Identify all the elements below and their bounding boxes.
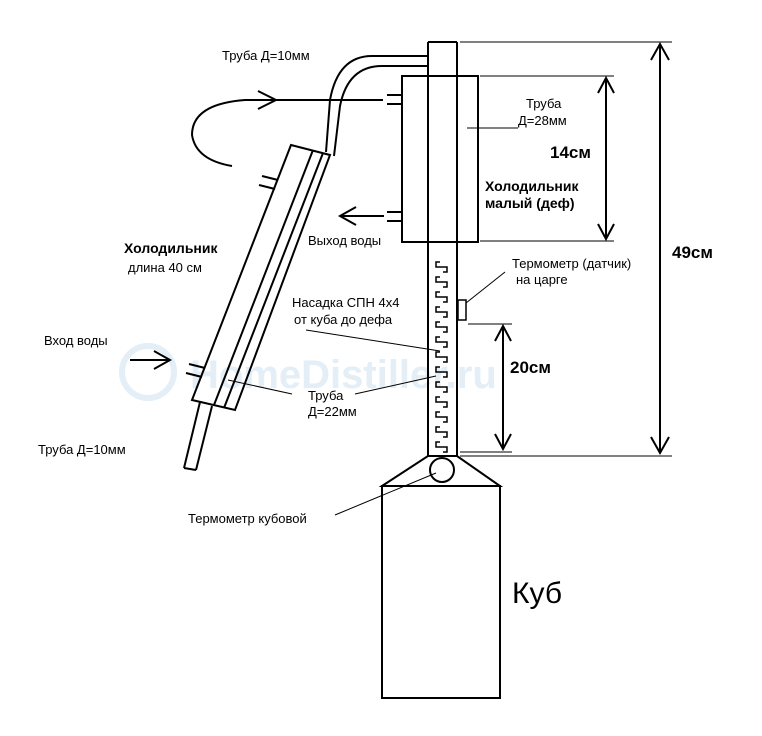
dimension-lines [460,41,672,457]
label-small-cooler-line1: Холодильник [485,178,579,194]
packing-coil [435,426,448,438]
label-top-pipe: Труба Д=10мм [222,48,310,63]
packing-coil [435,351,448,363]
label-water-out: Выход воды [308,233,381,248]
packing-pattern [435,261,448,453]
packing-coil [435,381,448,393]
cube-thermometer [429,457,455,483]
label-pipe28-line1: Труба [526,96,562,111]
label-column-thermometer-line2: на царге [516,272,568,287]
packing-coil [435,411,448,423]
watermark: HomeDistiller.ru [119,343,497,401]
dimension-14cm: 14см [550,143,591,162]
watermark-text: HomeDistiller.ru [190,353,497,397]
dimension-20cm: 20см [510,358,551,377]
label-long-cooler-line2: длина 40 см [128,260,202,275]
water-flow-arrows [130,90,384,370]
label-bottom-pipe: Труба Д=10мм [38,442,126,457]
packing-coil [435,306,448,318]
packing-coil [435,321,448,333]
packing-coil [435,261,448,273]
packing-coil [435,291,448,303]
label-packing-line1: Насадка СПН 4х4 [292,295,399,310]
packing-coil [435,366,448,378]
cube [378,455,504,699]
packing-coil [435,441,448,453]
leader-lines [227,127,518,516]
label-water-in: Вход воды [44,333,108,348]
packing-coil [435,396,448,408]
label-column-thermometer-line1: Термометр (датчик) [512,256,631,271]
label-pipe22-line1: Труба [308,388,344,403]
vapor-pipe [325,55,428,157]
water-stubs [185,94,402,378]
column [427,41,458,456]
label-packing-line2: от куба до дефа [294,312,393,327]
label-cube: Куб [512,577,562,610]
label-small-cooler-line2: малый (деф) [485,195,575,211]
packing-coil [435,336,448,348]
label-cube-thermometer: Термометр кубовой [188,511,307,526]
dimension-49cm: 49см [672,243,713,262]
long-cooler [183,143,332,471]
label-pipe28-line2: Д=28мм [518,113,567,128]
column-thermometer [457,299,467,321]
packing-coil [435,276,448,288]
label-pipe22-line2: Д=22мм [308,404,357,419]
small-cooler [401,75,479,243]
label-long-cooler-line1: Холодильник [124,240,218,256]
